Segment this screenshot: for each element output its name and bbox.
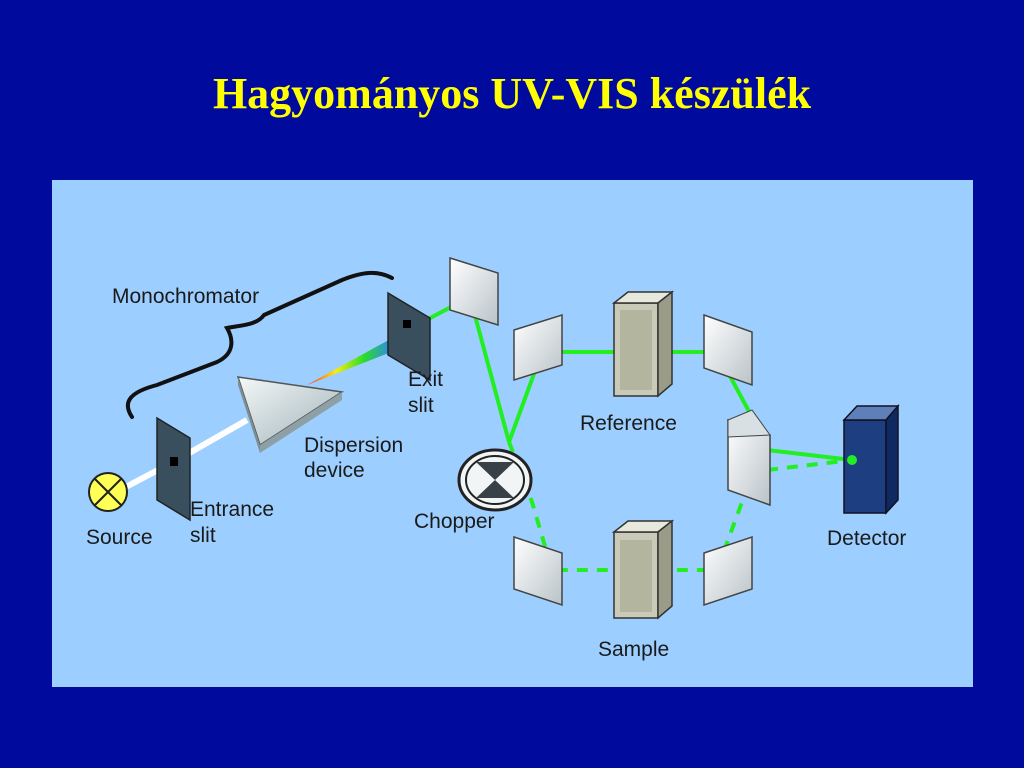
label-entrance-slit-line2: slit bbox=[190, 524, 216, 547]
label-exit-slit-line2: slit bbox=[408, 394, 434, 417]
beam-sample-to-detector bbox=[766, 458, 853, 472]
detector-icon bbox=[842, 403, 900, 515]
label-source: Source bbox=[86, 526, 153, 549]
label-detector: Detector bbox=[827, 527, 906, 550]
beam-to-detector bbox=[766, 448, 853, 462]
mirror-reference-left bbox=[513, 313, 563, 382]
label-exit-slit-line1: Exit bbox=[408, 368, 443, 391]
mirror-sample-left bbox=[513, 535, 563, 607]
label-chopper: Chopper bbox=[414, 510, 495, 533]
label-reference: Reference bbox=[580, 412, 677, 435]
reference-cuvette-icon bbox=[611, 290, 675, 398]
sample-cuvette-icon bbox=[611, 519, 675, 620]
diagram-panel: Monochromator Source Entrance slit Dispe… bbox=[52, 180, 973, 687]
label-dispersion-line1: Dispersion bbox=[304, 434, 403, 457]
source-lamp-icon bbox=[88, 472, 128, 512]
beam-combiner-mirror bbox=[727, 409, 771, 507]
mirror-sample-right bbox=[703, 535, 753, 607]
spectrometer-diagram: Monochromator Source Entrance slit Dispe… bbox=[86, 256, 906, 661]
chopper-icon bbox=[457, 448, 533, 512]
prism-icon bbox=[236, 376, 345, 453]
label-dispersion-line2: device bbox=[304, 459, 365, 482]
entrance-slit-icon bbox=[156, 416, 191, 522]
mirror-top bbox=[449, 256, 499, 327]
monochromator-brace bbox=[125, 271, 394, 419]
label-entrance-slit-line1: Entrance bbox=[190, 498, 274, 521]
label-sample: Sample bbox=[598, 638, 669, 661]
mirror-reference-right bbox=[703, 313, 753, 387]
exit-slit-icon bbox=[387, 291, 431, 382]
label-monochromator: Monochromator bbox=[112, 285, 259, 308]
slide-title: Hagyományos UV-VIS készülék bbox=[212, 69, 812, 118]
